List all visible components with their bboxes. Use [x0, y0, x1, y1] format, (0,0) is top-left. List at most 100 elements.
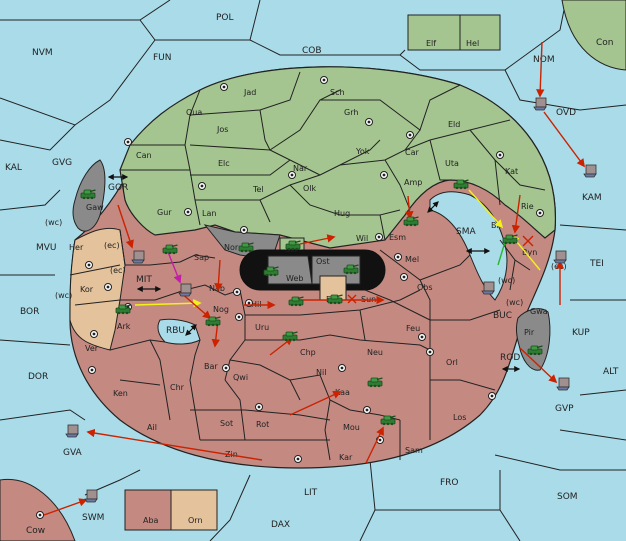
fleet-icon[interactable] [481, 281, 495, 295]
label-ost: Ost [316, 257, 330, 266]
green-province-borders [120, 71, 546, 241]
passage-arrows [107, 174, 521, 372]
label-gwa: Gwa [530, 307, 548, 316]
label-kal: KAL [5, 163, 22, 173]
label-chp: Chp [300, 348, 316, 357]
label-jad: Jad [243, 88, 256, 97]
label-cob: COB [302, 46, 322, 56]
label-nor: Nor [224, 243, 239, 252]
label-sma: SMA [456, 227, 476, 237]
label-tei: TEI [589, 259, 604, 269]
fleet-icon[interactable] [65, 424, 79, 438]
label-fun: FUN [153, 53, 172, 63]
label-ken: Ken [113, 389, 128, 398]
supply-centers [36, 76, 544, 519]
label-ver: Ver [85, 344, 99, 353]
label-nab: Nab [209, 284, 225, 293]
label-orl: Orl [446, 358, 458, 367]
fleet-icon[interactable] [131, 250, 145, 264]
label-nog: Nog [213, 305, 229, 314]
label-wil: Wil [356, 234, 368, 243]
label-gvp: GVP [555, 404, 574, 414]
label-nil: Nil [316, 368, 326, 377]
label-sot: Sot [220, 419, 233, 428]
label-her: Her [69, 243, 84, 252]
label-hug: Hug [334, 209, 350, 218]
elf-hel-islands [407, 14, 501, 51]
label-uta: Uta [445, 159, 459, 168]
label-bor: BOR [20, 307, 39, 317]
label-nom: NOM [533, 55, 555, 65]
fleet-icon[interactable] [556, 377, 570, 391]
fleet-icon[interactable] [533, 97, 547, 111]
label-lit: LIT [304, 488, 318, 498]
label-kat: Kat [505, 167, 518, 176]
sma-inlet [429, 191, 508, 301]
label-los: Los [453, 413, 466, 422]
label-rbu: RBU [166, 326, 185, 336]
label-dor: DOR [28, 372, 48, 382]
label-uru: Uru [255, 323, 269, 332]
label-can: Can [136, 151, 152, 160]
label-lan: Lan [202, 209, 216, 218]
label-rod: ROD [500, 353, 520, 363]
label-ec1: (ec) [104, 241, 120, 250]
label-elf: Elf [426, 39, 436, 48]
label-rie: Rie [521, 202, 534, 211]
label-buc: BUC [493, 311, 512, 321]
tan-coast-region [69, 227, 126, 351]
label-sap: Sap [194, 253, 209, 262]
fleet-icon[interactable] [178, 283, 192, 297]
label-dax: DAX [271, 520, 290, 530]
label-olk: Olk [303, 184, 317, 193]
label-bar: Bar [204, 362, 218, 371]
label-pir: Pir [524, 328, 535, 337]
label-amp: Amp [404, 178, 422, 187]
label-web: Web [286, 274, 303, 283]
fleet-icon[interactable] [583, 164, 597, 178]
label-sch: Sch [330, 88, 345, 97]
label-ail: Ail [147, 423, 157, 432]
label-orn: Orn [188, 516, 203, 525]
label-wc3: (wc) [498, 276, 515, 285]
label-gur: Gur [157, 208, 172, 217]
label-feu: Feu [406, 324, 420, 333]
label-con: Con [596, 38, 614, 48]
label-tel: Tel [252, 185, 264, 194]
label-jos: Jos [216, 125, 228, 134]
label-nar: Nar [293, 164, 308, 173]
label-esm: Esm [389, 233, 406, 242]
province-labels: POL NVM FUN COB Elf Hel Con NOM OVD KAL … [5, 13, 619, 536]
label-mel: Mel [405, 255, 419, 264]
label-yok: Yok [355, 147, 370, 156]
label-qwi: Qwi [233, 373, 248, 382]
fleet-icon[interactable] [553, 250, 567, 264]
fleet-icon[interactable] [84, 489, 98, 503]
label-gaw: Gaw [86, 203, 104, 212]
label-neu: Neu [367, 348, 383, 357]
label-kar: Kar [339, 453, 353, 462]
label-eld: Eld [448, 120, 460, 129]
label-swm: SWM [82, 513, 104, 523]
label-car: Car [405, 148, 419, 157]
label-ec3: (ec) [110, 266, 126, 275]
label-pol: POL [216, 13, 234, 23]
label-mvu: MVU [36, 243, 57, 253]
label-mit: MIT [136, 275, 152, 285]
label-skr: Skr [285, 245, 299, 254]
label-wc2: (wc) [55, 291, 72, 300]
label-kaa: Kaa [335, 388, 350, 397]
red-province-borders [69, 229, 531, 461]
label-rot: Rot [256, 420, 269, 429]
label-alt: ALT [603, 367, 619, 377]
label-gvg: GVG [52, 158, 72, 168]
pir-island [516, 308, 551, 371]
label-gor: GOR [108, 183, 128, 193]
label-fro: FRO [440, 478, 459, 488]
label-cow: Cow [26, 526, 45, 536]
label-ovd: OVD [556, 108, 576, 118]
label-sam: Sam [405, 446, 423, 455]
label-wc1: (wc) [45, 218, 62, 227]
